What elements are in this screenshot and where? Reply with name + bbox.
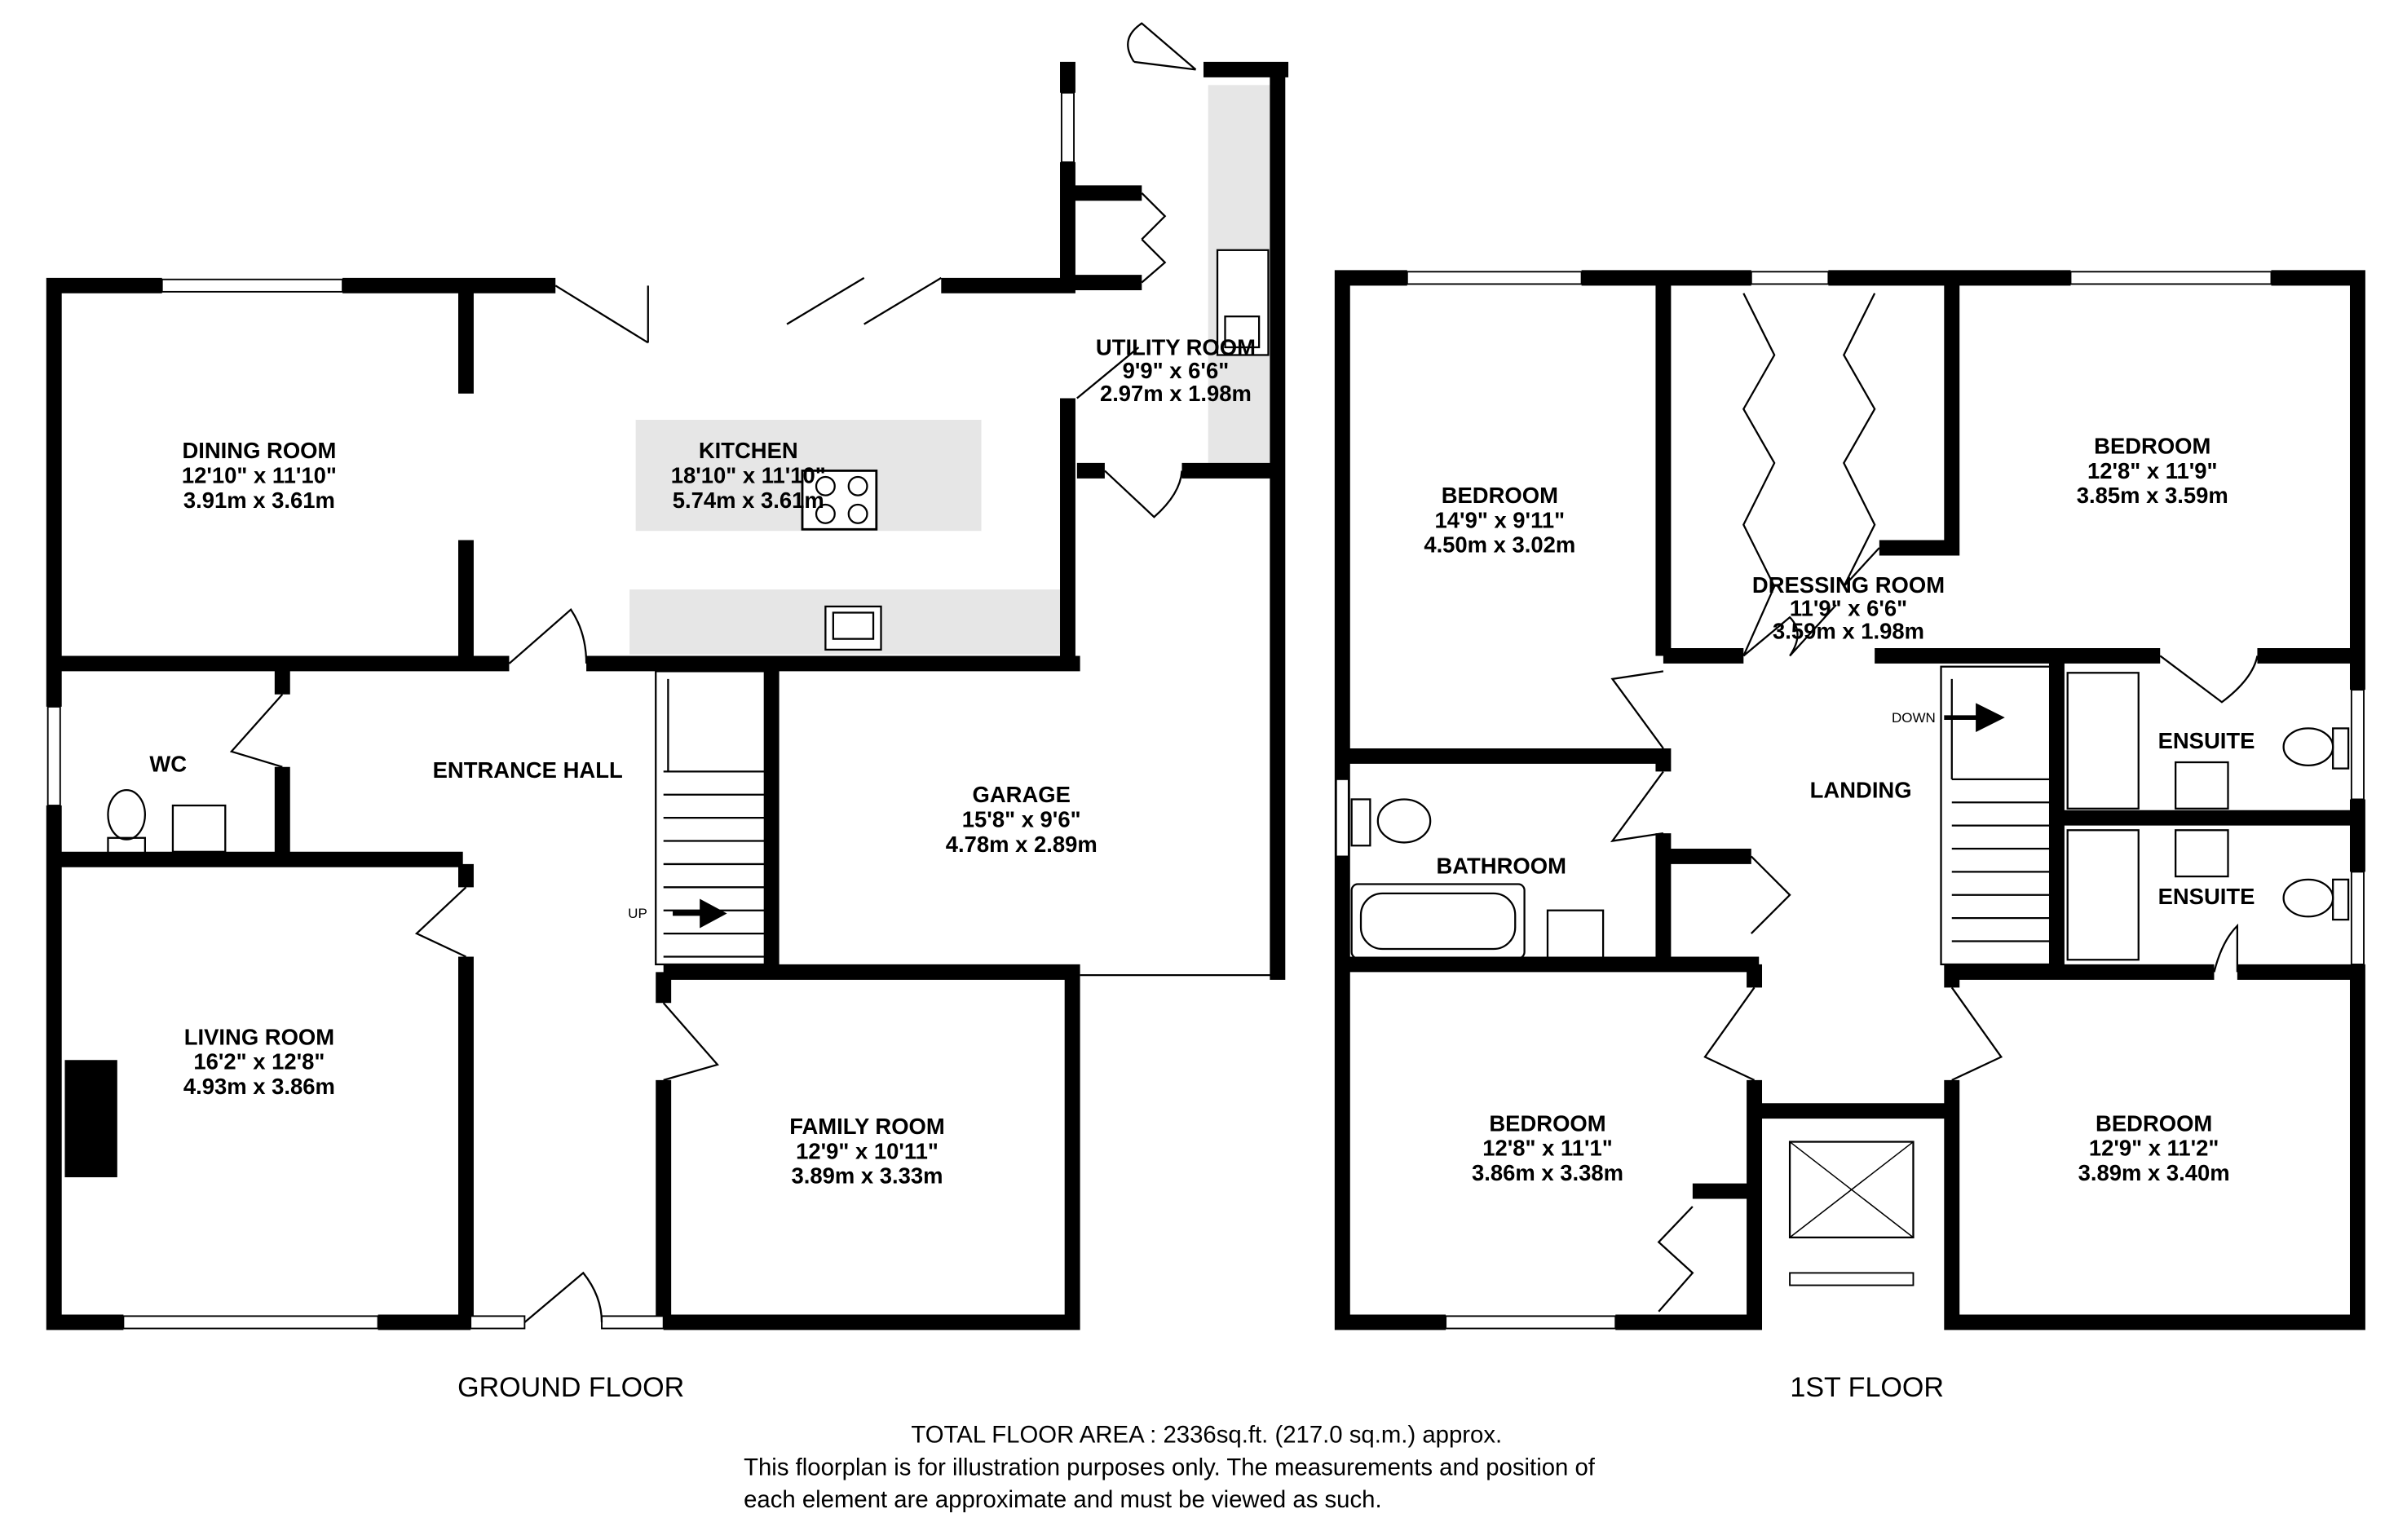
staircase-ground: UP xyxy=(628,670,768,966)
room-label-wc: WC xyxy=(149,751,187,776)
window xyxy=(122,1315,379,1330)
arrow-up-icon xyxy=(673,898,727,929)
room-label-entrance-hall: ENTRANCE HALL xyxy=(433,757,623,783)
hob-icon xyxy=(801,469,878,531)
ground-floor-label: GROUND FLOOR xyxy=(457,1372,684,1403)
window xyxy=(601,1315,665,1330)
ground-floor-walls xyxy=(46,61,1289,1330)
disclaimer-line-2: each element are approximate and must be… xyxy=(744,1486,1382,1513)
window xyxy=(1406,271,1583,285)
fireplace xyxy=(64,1060,117,1178)
window xyxy=(2069,271,2272,285)
room-label-landing: LANDING xyxy=(1810,778,1912,803)
doors xyxy=(229,22,1278,1323)
arrow-down-icon xyxy=(1944,703,2005,733)
bathroom-basin-icon xyxy=(1546,909,1605,961)
bathroom-toilet-icon xyxy=(1350,798,1432,847)
window xyxy=(1445,1315,1617,1330)
doors xyxy=(1610,293,2259,1313)
kitchen-sink-icon xyxy=(824,605,882,651)
first-floor-walls xyxy=(1334,270,2365,1330)
stairs-down-label: DOWN xyxy=(1892,710,1936,726)
stairs-up-label: UP xyxy=(628,906,647,921)
window xyxy=(1750,271,1830,285)
room-label-ensuite-1: ENSUITE xyxy=(2158,728,2255,753)
window xyxy=(2350,689,2365,801)
window xyxy=(1789,1272,1915,1286)
room-label-bathroom: BATHROOM xyxy=(1436,853,1566,878)
bath-icon xyxy=(1350,883,1526,960)
window xyxy=(161,278,344,293)
window xyxy=(1060,91,1075,163)
wc-toilet-icon xyxy=(107,788,147,854)
first-floor-label: 1ST FLOOR xyxy=(1790,1372,1944,1403)
disclaimer-line-1: This floorplan is for illustration purpo… xyxy=(744,1454,1596,1480)
loft-hatch-icon xyxy=(1788,1141,1915,1239)
ensuite-fixtures-icon xyxy=(2066,672,2350,961)
window xyxy=(1335,778,1349,858)
footer: TOTAL FLOOR AREA : 2336sq.ft. (217.0 sq.… xyxy=(744,1422,1596,1513)
window xyxy=(2350,871,2365,965)
room-label-ensuite-2: ENSUITE xyxy=(2158,884,2255,909)
total-floor-area: TOTAL FLOOR AREA : 2336sq.ft. (217.0 sq.… xyxy=(911,1422,1502,1449)
staircase-first: DOWN xyxy=(1892,665,2053,966)
utility-sink-icon xyxy=(1216,249,1270,356)
wc-basin-icon xyxy=(171,804,227,853)
window xyxy=(46,705,61,806)
window xyxy=(470,1315,526,1330)
